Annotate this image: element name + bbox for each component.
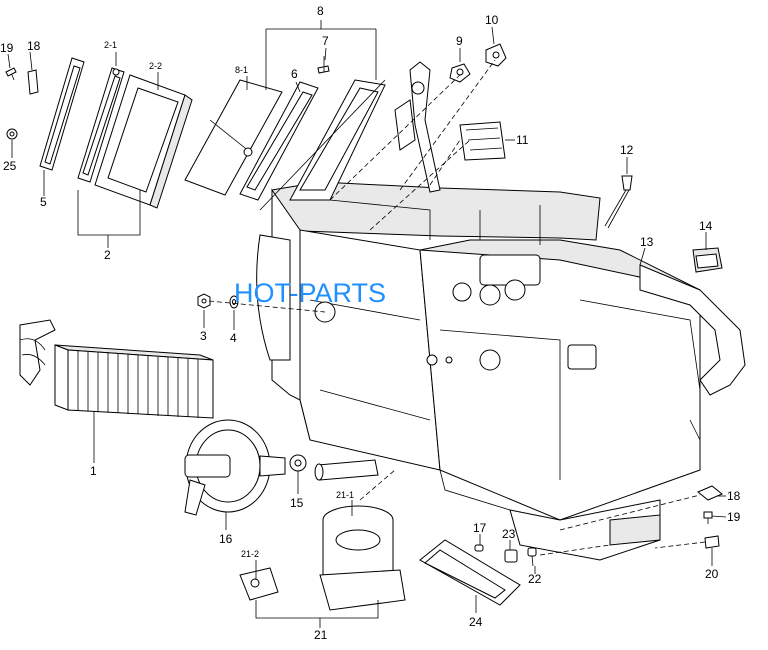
filter-5 xyxy=(39,57,85,171)
filter-frame-2-1 xyxy=(77,67,125,183)
callout-16: 16 xyxy=(219,532,233,546)
grommet-25 xyxy=(6,128,18,140)
callout-6: 6 xyxy=(291,67,298,81)
blend-door-8-1 xyxy=(184,79,283,196)
callout-labels: 19 18 2-1 2-2 25 5 2 8-1 6 8 7 9 10 11 1… xyxy=(0,4,741,642)
bolt-20 xyxy=(654,535,720,549)
clamp-15 xyxy=(289,454,307,472)
plug-17 xyxy=(474,544,484,552)
watermark: HOT-PARTS xyxy=(234,278,386,308)
callout-7: 7 xyxy=(322,34,329,48)
blower-motor-16 xyxy=(184,419,286,516)
assembly-lines xyxy=(208,59,701,556)
actuator-11 xyxy=(459,121,506,161)
callout-14: 14 xyxy=(699,219,713,233)
callout-3: 3 xyxy=(200,329,207,343)
door-8 xyxy=(259,79,386,211)
callout-11: 11 xyxy=(516,133,529,147)
bushing-10 xyxy=(485,43,507,67)
clip-18-right xyxy=(697,485,723,501)
callout-19-left: 19 xyxy=(0,41,14,55)
callout-2: 2 xyxy=(104,248,111,262)
callout-5: 5 xyxy=(40,195,47,209)
callout-15: 15 xyxy=(290,496,304,510)
callout-17: 17 xyxy=(473,521,487,535)
callout-18-left: 18 xyxy=(27,39,41,53)
leader-lines xyxy=(7,20,727,628)
callout-24: 24 xyxy=(469,615,483,629)
screw-19-right xyxy=(703,511,713,524)
blower-fan-21-1 xyxy=(319,505,406,611)
link-9 xyxy=(449,63,471,83)
callout-18-right: 18 xyxy=(727,489,741,503)
callout-1: 1 xyxy=(90,464,97,478)
door-6 xyxy=(239,81,319,201)
hvac-housing xyxy=(256,181,746,561)
resistor-21-2 xyxy=(239,567,279,601)
temp-sensor-12 xyxy=(604,175,633,229)
clip-18-left xyxy=(27,69,39,95)
callout-22: 22 xyxy=(528,572,542,586)
callout-20: 20 xyxy=(705,567,719,581)
module-14 xyxy=(692,247,723,273)
callout-8: 8 xyxy=(317,4,324,18)
screw-22 xyxy=(527,547,537,567)
bracket-24 xyxy=(419,539,521,606)
screw-19-left xyxy=(5,67,17,81)
screw-7 xyxy=(317,56,330,74)
callout-8-1: 8-1 xyxy=(235,65,248,75)
connector-23 xyxy=(504,549,518,563)
callout-4: 4 xyxy=(230,331,237,345)
callout-12: 12 xyxy=(620,143,634,157)
callout-21-1: 21-1 xyxy=(336,490,354,500)
callout-10: 10 xyxy=(485,13,499,27)
hose xyxy=(314,459,379,481)
callout-2-2: 2-2 xyxy=(149,61,162,71)
callout-23: 23 xyxy=(502,527,516,541)
callout-21-2: 21-2 xyxy=(241,549,259,559)
linkage-arm xyxy=(394,61,441,193)
callout-2-1: 2-1 xyxy=(104,40,117,50)
callout-21: 21 xyxy=(314,628,328,642)
filter-housing-2-2 xyxy=(94,74,193,209)
callout-19-right: 19 xyxy=(727,510,741,524)
evaporator-core xyxy=(19,319,214,419)
callout-25: 25 xyxy=(3,159,17,173)
nut-3 xyxy=(197,293,211,309)
callout-9: 9 xyxy=(456,34,463,48)
callout-13: 13 xyxy=(640,235,654,249)
